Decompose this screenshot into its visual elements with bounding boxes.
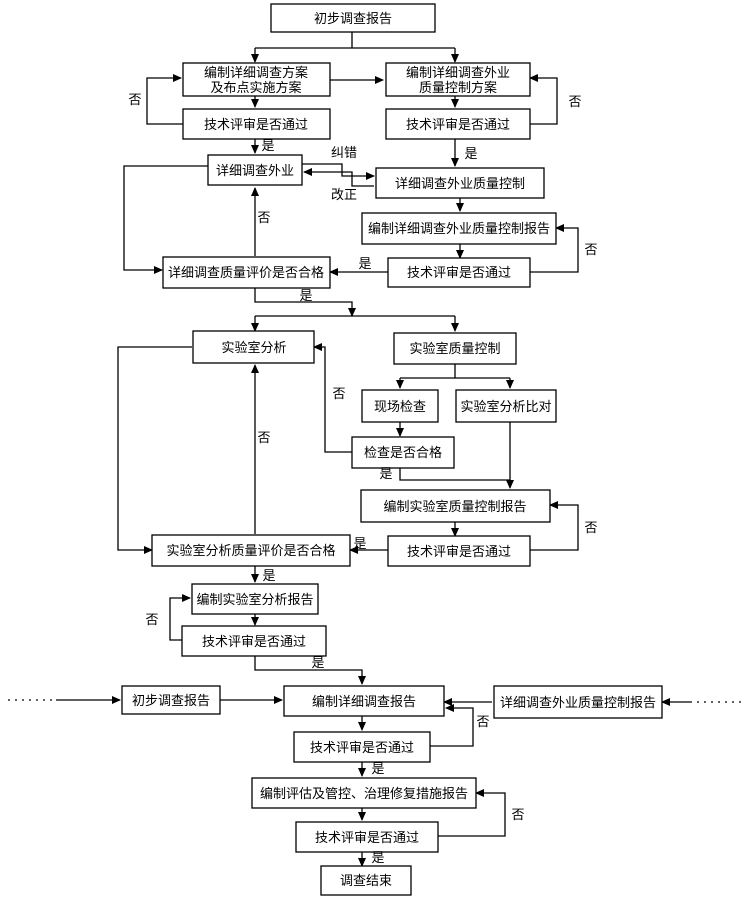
svg-text:编制实验室分析报告: 编制实验室分析报告 xyxy=(196,592,313,608)
label-no-check: 否 xyxy=(332,387,345,402)
label-no-review5: 否 xyxy=(145,613,158,628)
label-no-review1: 否 xyxy=(128,93,141,108)
svg-text:实验室分析质量评价是否合格: 实验室分析质量评价是否合格 xyxy=(166,543,335,559)
node-plan-detail: 编制详细调查方案 及布点实施方案 xyxy=(182,62,331,97)
node-review-1: 技术评审是否通过 xyxy=(182,108,331,140)
svg-text:实验室分析比对: 实验室分析比对 xyxy=(460,399,551,415)
svg-text:技术评审是否通过: 技术评审是否通过 xyxy=(315,831,419,846)
svg-text:技术评审是否通过: 技术评审是否通过 xyxy=(202,635,306,650)
node-site-check: 现场检查 xyxy=(361,389,439,423)
node-field-qc: 详细调查外业质量控制 xyxy=(375,167,545,199)
label-yes-review7: 是 xyxy=(371,851,384,866)
node-lab-qc: 实验室质量控制 xyxy=(393,332,517,365)
label-yes-lab-eval: 是 xyxy=(262,569,275,584)
label-no-review6: 否 xyxy=(476,715,489,730)
svg-text:质量控制方案: 质量控制方案 xyxy=(419,80,497,96)
node-quality-eval: 详细调查质量评价是否合格 xyxy=(162,256,331,289)
label-yes-review4: 是 xyxy=(353,537,366,552)
label-no-lab-eval: 否 xyxy=(257,431,270,446)
svg-text:初步调查报告: 初步调查报告 xyxy=(132,694,210,709)
label-correct: 纠错 xyxy=(331,146,357,161)
svg-text:技术评审是否通过: 技术评审是否通过 xyxy=(204,118,308,133)
label-yes-review1: 是 xyxy=(261,139,274,154)
svg-text:编制详细调查外业质量控制报告: 编制详细调查外业质量控制报告 xyxy=(368,222,550,237)
node-review-4: 技术评审是否通过 xyxy=(387,535,531,567)
node-lab-qc-report: 编制实验室质量控制报告 xyxy=(360,489,551,523)
svg-text:技术评审是否通过: 技术评审是否通过 xyxy=(407,545,511,560)
label-yes-review3: 是 xyxy=(358,257,371,272)
node-lab-report: 编制实验室分析报告 xyxy=(191,583,319,615)
svg-text:及布点实施方案: 及布点实施方案 xyxy=(210,80,301,96)
svg-text:编制实验室质量控制报告: 编制实验室质量控制报告 xyxy=(383,499,526,515)
svg-text:技术评审是否通过: 技术评审是否通过 xyxy=(406,118,510,133)
node-review-2: 技术评审是否通过 xyxy=(385,108,531,140)
node-assess-report: 编制评估及管控、治理修复措施报告 xyxy=(251,777,477,809)
svg-text:编制详细调查外业: 编制详细调查外业 xyxy=(406,66,510,81)
svg-text:编制详细调查方案: 编制详细调查方案 xyxy=(204,65,308,81)
label-yes-review6: 是 xyxy=(371,762,384,777)
label-no-review3: 否 xyxy=(584,243,597,258)
svg-text:调查结束: 调查结束 xyxy=(340,874,392,889)
node-check-ok: 检查是否合格 xyxy=(351,436,455,469)
label-no-review4: 否 xyxy=(584,521,597,536)
label-yes-review2: 是 xyxy=(464,147,477,162)
svg-text:现场检查: 现场检查 xyxy=(374,400,426,415)
svg-text:实验室分析: 实验室分析 xyxy=(221,340,286,356)
node-prelim-2: 初步调查报告 xyxy=(121,685,221,715)
node-review-3: 技术评审是否通过 xyxy=(387,257,531,288)
node-field-qc-report-2: 详细调查外业质量控制报告 xyxy=(493,685,663,719)
node-prelim: 初步调查报告 xyxy=(270,3,436,33)
svg-text:检查是否合格: 检查是否合格 xyxy=(364,445,442,461)
svg-text:编制评估及管控、治理修复措施报告: 编制评估及管控、治理修复措施报告 xyxy=(260,787,468,802)
node-field-qc-report: 编制详细调查外业质量控制报告 xyxy=(361,212,557,245)
svg-text:详细调查外业质量控制报告: 详细调查外业质量控制报告 xyxy=(500,696,656,711)
connectors xyxy=(8,32,744,867)
label-amend: 改正 xyxy=(331,188,357,203)
label-yes-check: 是 xyxy=(379,467,392,482)
svg-text:技术评审是否通过: 技术评审是否通过 xyxy=(407,266,511,281)
label-yes-review5: 是 xyxy=(311,656,324,671)
label-yes-eval1: 是 xyxy=(299,289,312,304)
node-review-5: 技术评审是否通过 xyxy=(181,625,327,657)
node-fieldwork: 详细调查外业 xyxy=(207,154,303,186)
svg-text:初步调查报告: 初步调查报告 xyxy=(314,12,392,27)
node-end: 调查结束 xyxy=(320,865,412,896)
svg-text:编制详细调查报告: 编制详细调查报告 xyxy=(312,695,416,710)
node-lab-eval: 实验室分析质量评价是否合格 xyxy=(151,534,351,567)
label-no-eval1: 否 xyxy=(257,211,270,226)
node-review-7: 技术评审是否通过 xyxy=(295,821,439,853)
svg-text:实验室质量控制: 实验室质量控制 xyxy=(409,341,500,357)
node-review-6: 技术评审是否通过 xyxy=(293,731,431,763)
node-lab: 实验室分析 xyxy=(192,330,315,364)
svg-text:技术评审是否通过: 技术评审是否通过 xyxy=(310,741,414,756)
node-detail-report: 编制详细调查报告 xyxy=(283,685,445,717)
node-plan-qc: 编制详细调查外业 质量控制方案 xyxy=(385,62,531,97)
node-lab-compare: 实验室分析比对 xyxy=(455,389,557,423)
svg-text:详细调查外业质量控制: 详细调查外业质量控制 xyxy=(395,177,525,192)
label-no-review2: 否 xyxy=(568,95,581,110)
edge-labels: 否 否 是 是 纠错 改正 否 否 是 是 否 否 是 否 是 是 否 是 否 … xyxy=(128,93,597,866)
svg-text:详细调查质量评价是否合格: 详细调查质量评价是否合格 xyxy=(168,265,324,281)
label-no-review7: 否 xyxy=(511,808,524,823)
svg-text:详细调查外业: 详细调查外业 xyxy=(216,164,294,179)
